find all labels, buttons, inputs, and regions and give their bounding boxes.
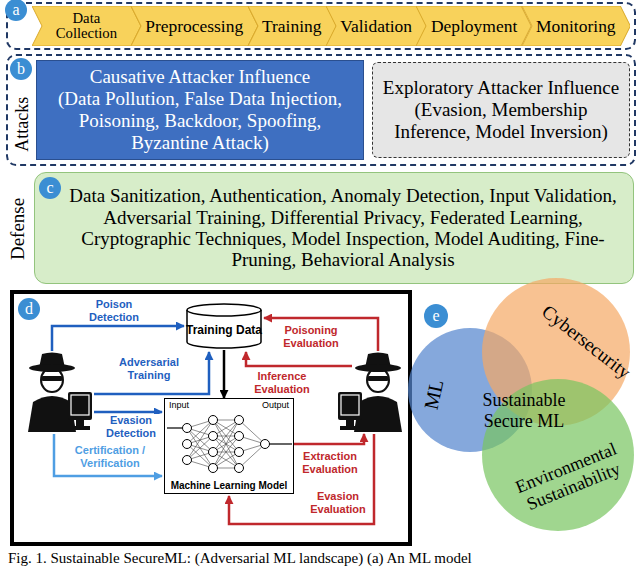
defense-arrow [52, 326, 184, 351]
attacker-figure [28, 353, 92, 433]
arrow-label: Extraction Evaluation [298, 450, 362, 475]
node-text: Data Sanitization, Authentication, Anoma… [65, 185, 621, 270]
attacker-figure [338, 353, 402, 433]
stage-chevron: Training [248, 6, 336, 46]
causative-box: Causative Attacker Influence(Data Pollut… [36, 60, 364, 160]
node-text: Causative Attacker Influence [90, 66, 311, 88]
stage-chevron: Validation [326, 6, 427, 46]
attack-arrow [294, 434, 364, 444]
attack-panel: bAttacksCausative Attacker Influence(Dat… [6, 54, 636, 166]
ml-model-box: Input OutputMachine Learning Model [164, 398, 294, 494]
data-flow-arrow [223, 350, 226, 398]
stage-chevron: Monitoring [522, 6, 630, 46]
node-text: Training Data [186, 324, 262, 337]
node-text: Validation [340, 16, 412, 36]
defense-arrow [94, 411, 162, 414]
node-text: Attacks [12, 96, 33, 151]
arrow-label: Adversarial Training [114, 356, 184, 381]
figure-caption: Fig. 1. Sustainable SecureML: (Adversari… [8, 550, 472, 567]
attack-arrow [246, 352, 352, 366]
arrow-label: Poison Detection [82, 298, 146, 323]
training-data-cylinder: Training Data [186, 302, 262, 350]
node-text: Monitoring [536, 16, 616, 36]
node-text: ML [420, 377, 449, 411]
node-text: Environmental Sustainability [510, 438, 631, 517]
node-text: Cybersecurity [537, 301, 634, 384]
arrow-label: Evasion Detection [102, 414, 160, 439]
node-text: (Evasion, Membership Inference, Model In… [381, 99, 621, 143]
node-text: Deployment [431, 16, 517, 36]
node-text: Output [262, 400, 289, 410]
node-text: Defense [7, 198, 29, 260]
node-text: Data Collection [46, 11, 126, 40]
node-text: Input [169, 400, 189, 410]
defense-box: cDefenseData Sanitization, Authenticatio… [34, 172, 634, 284]
panel-badge: e [424, 304, 448, 328]
arrow-label: Poisoning Evaluation [276, 324, 346, 349]
panel-badge: a [5, 0, 27, 21]
node-text: Machine Learning Model [165, 480, 293, 492]
pipeline-panel: aData Collection Preprocessing Training Val… [6, 2, 636, 50]
arrow-label: Certification / Verification [62, 444, 158, 469]
attack-arrow [264, 318, 378, 351]
panel-badge: c [39, 177, 61, 199]
overlap-label: Sustainable Secure ML [472, 390, 576, 431]
panel-badge: d [18, 298, 40, 320]
node-text: e [432, 308, 439, 324]
defense-arrow [54, 434, 162, 476]
defense-arrow [94, 352, 209, 394]
exploratory-box: Exploratory Attacker Influence(Evasion, … [372, 62, 630, 158]
node-text: Training [262, 16, 322, 36]
node-text: (Data Pollution, False Data Injection, P… [45, 88, 355, 154]
arrow-label: Inference Evaluation [250, 370, 314, 395]
stage-chevron: Deployment [416, 6, 531, 46]
neural-network [165, 399, 292, 477]
node-text: Exploratory Attacker Influence [383, 77, 619, 99]
node-text: Preprocessing [145, 16, 243, 36]
stage-chevron: Data Collection [32, 6, 141, 46]
panel-badge: b [10, 58, 32, 80]
arrow-label: Evasion Evaluation [306, 490, 370, 515]
stage-chevron: Preprocessing [131, 6, 258, 46]
